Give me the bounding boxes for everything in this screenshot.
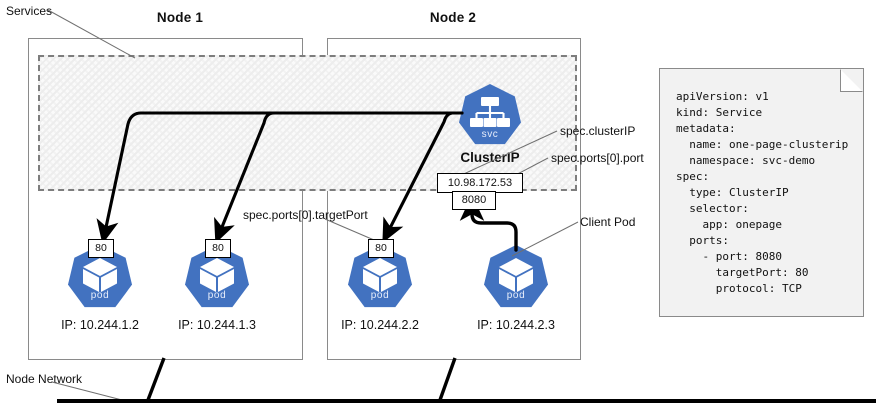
pod-ip-label-4: IP: 10.244.2.3 <box>477 318 555 332</box>
pod-icon-caption-4: pod <box>506 290 526 301</box>
services-label: Services <box>6 4 53 18</box>
pod-ip-label-1: IP: 10.244.1.2 <box>61 318 139 332</box>
service-manifest-document: apiVersion: v1 kind: Service metadata: n… <box>659 68 864 317</box>
pod-port-chip-2: 80 <box>205 239 231 258</box>
pod-port-chip-3: 80 <box>368 239 394 258</box>
pod-port-chip-1: 80 <box>88 239 114 258</box>
service-manifest-text: apiVersion: v1 kind: Service metadata: n… <box>676 90 849 295</box>
pod-ip-label-2: IP: 10.244.1.3 <box>178 318 256 332</box>
annotation-client-pod: Client Pod <box>580 215 636 229</box>
annotation-cluster-ip: spec.clusterIP <box>560 124 636 138</box>
pod-ip-label-3: IP: 10.244.2.2 <box>341 318 419 332</box>
service-port-chip: 8080 <box>452 191 496 210</box>
service-cluster-ip-chip: 10.98.172.53 <box>437 173 523 193</box>
node-2-title: Node 2 <box>429 10 477 25</box>
pod-icon-caption-3: pod <box>370 290 390 301</box>
annotation-port: spec.ports[0].port <box>551 151 644 165</box>
pod-icon-caption-2: pod <box>207 290 227 301</box>
node-1-title: Node 1 <box>156 10 204 25</box>
pod-icon-caption-1: pod <box>90 290 110 301</box>
